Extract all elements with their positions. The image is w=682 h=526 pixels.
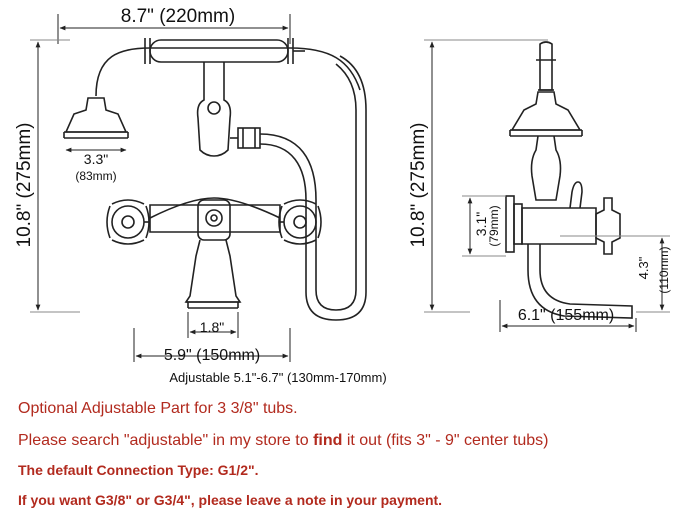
spout-height-label: 4.3": [636, 256, 651, 279]
spout-height-mm-label: (110mm): [657, 246, 671, 293]
side-handle: [595, 197, 621, 255]
note-connection-type: The default Connection Type: G1/2".: [18, 462, 259, 478]
diverter-knob: [205, 209, 223, 227]
note-search-text-b: it out (fits 3" - 9" center tubs): [342, 432, 549, 449]
note-search-text-a: Please search "adjustable" in my store t…: [18, 432, 314, 449]
side-height-label: 10.8" (275mm): [408, 122, 429, 247]
side-spout: [527, 244, 633, 319]
shower-head: [64, 97, 128, 133]
side-shower-head: [510, 91, 582, 131]
mount-label: 3.1": [473, 212, 489, 236]
mount-mm-label: (79mm): [487, 205, 501, 246]
side-mixer-body: [521, 207, 597, 245]
center-label: 5.9" (150mm): [164, 347, 260, 364]
hot-handle: [106, 199, 150, 245]
shower-hose-outer: [259, 55, 367, 321]
spout-label: 1.8": [200, 319, 224, 335]
note-search-text-bold: find: [313, 432, 343, 449]
handset-cradle-arc: [95, 47, 361, 97]
note-leave-note: If you want G3/8" or G3/4", please leave…: [18, 492, 443, 508]
wall-plate: [505, 195, 515, 253]
front-height-label: 10.8" (275mm): [14, 122, 35, 247]
hose-connector: [237, 127, 261, 149]
handset-handle: [149, 39, 289, 63]
head-diameter-mm-label: (83mm): [75, 169, 116, 183]
spout: [184, 239, 242, 303]
faucet-diagram: 8.7" (220mm) 10.8" (275mm) 3.3" (83mm) 1…: [14, 6, 671, 385]
cradle-post: [196, 62, 232, 157]
side-post: [530, 135, 562, 201]
adjustable-label: Adjustable 5.1"-6.7" (130mm-170mm): [169, 370, 386, 385]
note-optional-part: Optional Adjustable Part for 3 3/8" tubs…: [18, 400, 298, 417]
front-view: [30, 14, 367, 362]
side-handset: [539, 41, 553, 91]
head-diameter-label: 3.3": [84, 151, 108, 167]
note-search-adjustable: Please search "adjustable" in my store t…: [18, 432, 549, 450]
shower-hose: [259, 63, 357, 311]
width-label: 8.7" (220mm): [121, 6, 235, 27]
side-view: [424, 39, 670, 332]
reach-label: 6.1" (155mm): [518, 307, 614, 324]
cold-handle: [278, 199, 322, 245]
